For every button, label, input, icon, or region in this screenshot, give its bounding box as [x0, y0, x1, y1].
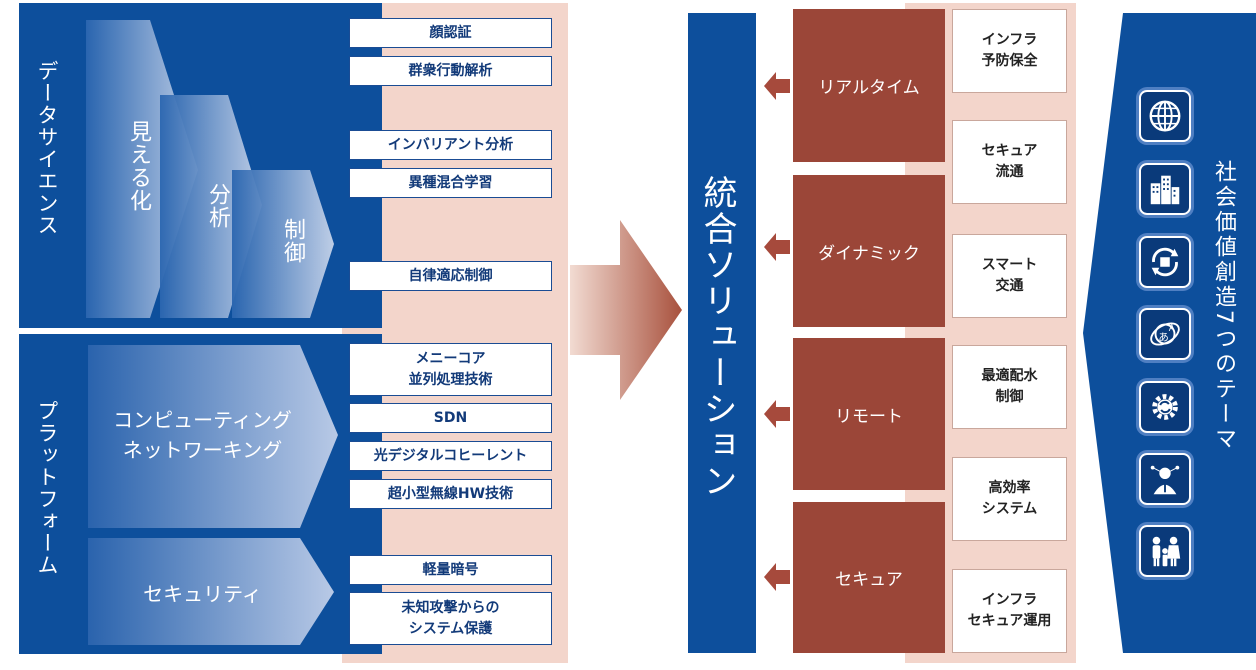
solution-item: インフラ 予防保全 [952, 9, 1067, 93]
svg-text:あ: あ [1158, 332, 1168, 344]
solution-item: セキュア 流通 [952, 120, 1067, 204]
tech-box: 軽量暗号 [349, 555, 552, 585]
gear-cycle-icon [1139, 381, 1191, 433]
big-arrow [570, 220, 682, 400]
integrated-solution-title: 統合ソリューション [697, 175, 737, 499]
solution-item: インフラ セキュア運用 [952, 569, 1067, 653]
data-science-label: データサイエンス [35, 60, 59, 236]
visualize-label: 見える化 [126, 120, 151, 212]
computing-chevron [88, 345, 338, 528]
recycle-cubes-icon [1139, 236, 1191, 288]
tech-box: 自律適応制御 [349, 261, 552, 291]
tech-box: 顔認証 [349, 18, 552, 48]
solution-item: 最適配水 制御 [952, 345, 1067, 429]
tech-box: インバリアント分析 [349, 130, 552, 160]
tech-box: 群衆行動解析 [349, 56, 552, 86]
city-buildings-icon [1139, 163, 1191, 215]
computing-label: コンピューティング ネットワーキング [90, 405, 315, 465]
computing-line1: コンピューティング [113, 408, 292, 432]
control-chevron [232, 170, 334, 318]
control-label: 制御 [280, 218, 305, 264]
tech-box: 光デジタルコヒーレント [349, 441, 552, 471]
left-arrow-icon [764, 563, 790, 591]
family-icon [1139, 525, 1191, 577]
svg-text:A: A [1169, 324, 1175, 334]
security-label: セキュリティ [143, 582, 262, 606]
themes-title: 社会価値創造7つのテーマ [1211, 160, 1236, 452]
category-secure: セキュア [793, 502, 945, 653]
tech-box: SDN [349, 403, 552, 433]
tech-box: 未知攻撃からの システム保護 [349, 592, 552, 645]
security-chevron [88, 538, 334, 645]
chevron-graphics [86, 20, 338, 645]
computing-line2: ネットワーキング [122, 438, 283, 462]
left-arrow-icon [764, 400, 790, 428]
category-dynamic: ダイナミック [793, 175, 945, 327]
platform-label: プラットフォーム [35, 400, 59, 576]
person-network-icon [1139, 453, 1191, 505]
tech-box: 超小型無線HW技術 [349, 479, 552, 509]
solution-item: 高効率 システム [952, 457, 1067, 541]
left-arrow-icon [764, 72, 790, 100]
left-arrow-icon [764, 233, 790, 261]
tech-box: 異種混合学習 [349, 168, 552, 198]
category-remote: リモート [793, 338, 945, 490]
tech-box: メニーコア 並列処理技術 [349, 343, 552, 396]
analyze-label: 分析 [205, 183, 230, 229]
integrated-solution-bar [688, 13, 756, 653]
globe-icon [1139, 90, 1191, 142]
category-realtime: リアルタイム [793, 9, 945, 162]
solution-item: スマート 交通 [952, 234, 1067, 318]
